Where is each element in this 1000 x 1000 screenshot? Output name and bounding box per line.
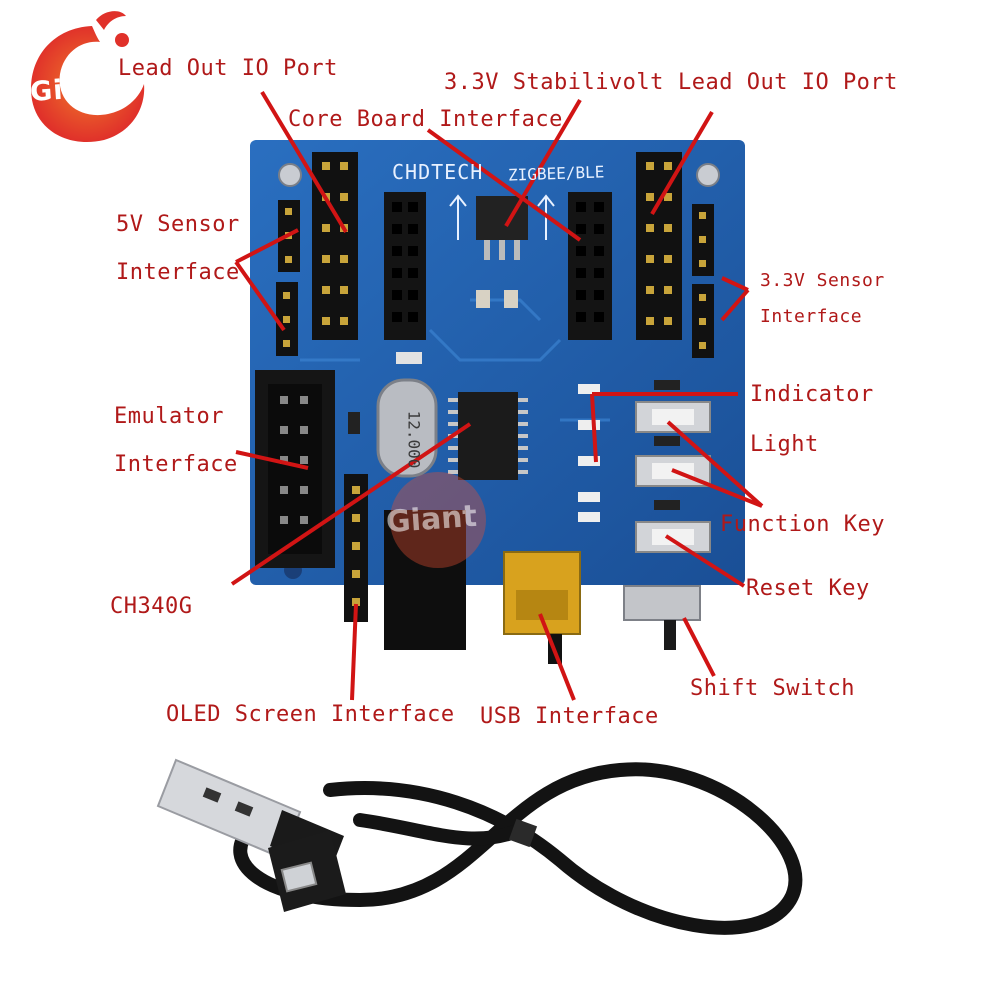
- label-5v-sensor-line2: Interface: [116, 260, 240, 285]
- indicator-leds: [578, 384, 600, 522]
- watermark-text: Giant: [384, 498, 478, 541]
- board-brand: CHDTECH: [392, 160, 484, 184]
- shift-switch: [623, 585, 701, 650]
- core-board-socket-left: [384, 192, 426, 340]
- mounting-hole: [278, 163, 302, 187]
- label-stabilivolt: 3.3V Stabilivolt: [444, 70, 664, 95]
- label-shift-switch: Shift Switch: [690, 676, 855, 701]
- label-33v-sensor-line1: 3.3V Sensor: [760, 270, 885, 291]
- dc-jack: [384, 510, 466, 650]
- logo-text: Giant: [29, 71, 118, 108]
- label-reset-key: Reset Key: [746, 576, 870, 601]
- core-board-socket-right: [568, 192, 612, 340]
- mini-usb-plug: [268, 830, 346, 912]
- label-33v-sensor-line2: Interface: [760, 306, 863, 327]
- label-5v-sensor-line1: 5V Sensor: [116, 212, 240, 237]
- lead-out-io-header-right: [636, 152, 682, 340]
- pcb-board: [250, 140, 745, 585]
- voltage-regulator: [476, 196, 528, 260]
- emulator-connector: [255, 370, 335, 568]
- usb-cable: [156, 758, 803, 935]
- label-usb-interface: USB Interface: [480, 704, 659, 729]
- brand-logo: [31, 11, 145, 143]
- reset-key: [635, 521, 711, 553]
- ch340g-chip: [448, 392, 528, 480]
- label-indicator-line1: Indicator: [750, 382, 874, 407]
- label-lead-out-io-port-left: Lead Out IO Port: [118, 56, 338, 81]
- crystal-marking: 12.000: [404, 410, 424, 469]
- label-oled-screen-interface: OLED Screen Interface: [166, 702, 455, 727]
- label-indicator-line2: Light: [750, 432, 819, 457]
- label-ch340g: CH340G: [110, 594, 193, 619]
- label-function-key: Function Key: [720, 512, 885, 537]
- annotation-lines: [230, 90, 764, 701]
- label-emulator-line1: Emulator: [114, 404, 224, 429]
- usb-connector: [503, 551, 581, 664]
- label-core-board-interface: Core Board Interface: [288, 107, 563, 132]
- label-emulator-line2: Interface: [114, 452, 238, 477]
- lead-out-io-header-left: [312, 152, 358, 340]
- crystal-oscillator: [376, 378, 438, 478]
- label-lead-out-io-port-right: Lead Out IO Port: [678, 70, 898, 95]
- board-model: ZIGBEE/BLE: [507, 162, 605, 185]
- sensor-33v-headers: [692, 204, 714, 358]
- mounting-hole: [696, 163, 720, 187]
